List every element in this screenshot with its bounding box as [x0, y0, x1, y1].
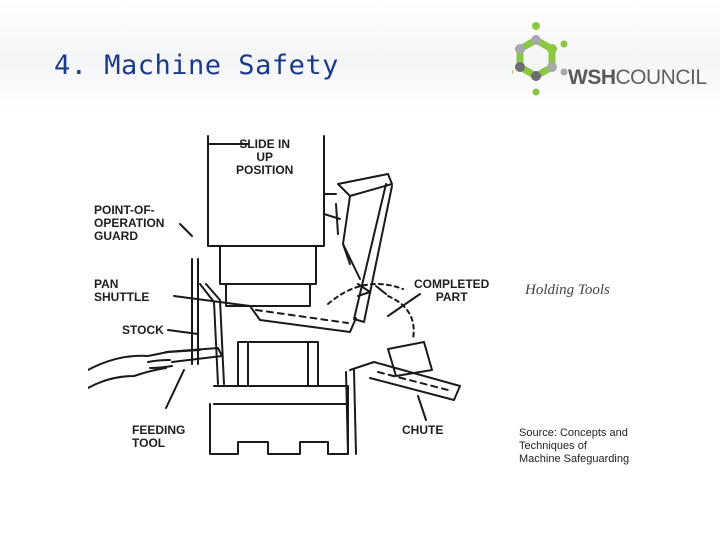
label-point-of-operation-guard: POINT-OF- OPERATION GUARD — [94, 203, 165, 243]
label-pan-shuttle: PAN SHUTTLE — [94, 277, 150, 304]
holding-tools-illustration — [88, 135, 461, 455]
label-completed-part: COMPLETED PART — [414, 277, 490, 304]
label-stock: STOCK — [122, 323, 164, 337]
logo-wordmark: WSHCOUNCIL — [568, 66, 707, 89]
machine-diagram: SLIDE IN UP POSITION POINT-OF- OPERATION… — [88, 124, 508, 464]
header-shade — [0, 0, 720, 110]
slide-title: 4. Machine Safety — [54, 50, 339, 81]
wsh-hexagon-icon — [512, 22, 568, 96]
source-citation: Source: Concepts and Techniques of Machi… — [519, 427, 630, 465]
label-chute: CHUTE — [402, 423, 444, 437]
label-feeding-tool: FEEDING TOOL — [132, 423, 186, 450]
diagram-caption: Holding Tools — [525, 282, 610, 298]
label-slide-up: SLIDE IN UP POSITION — [236, 137, 294, 177]
wsh-council-logo: WSHCOUNCIL — [512, 22, 707, 98]
